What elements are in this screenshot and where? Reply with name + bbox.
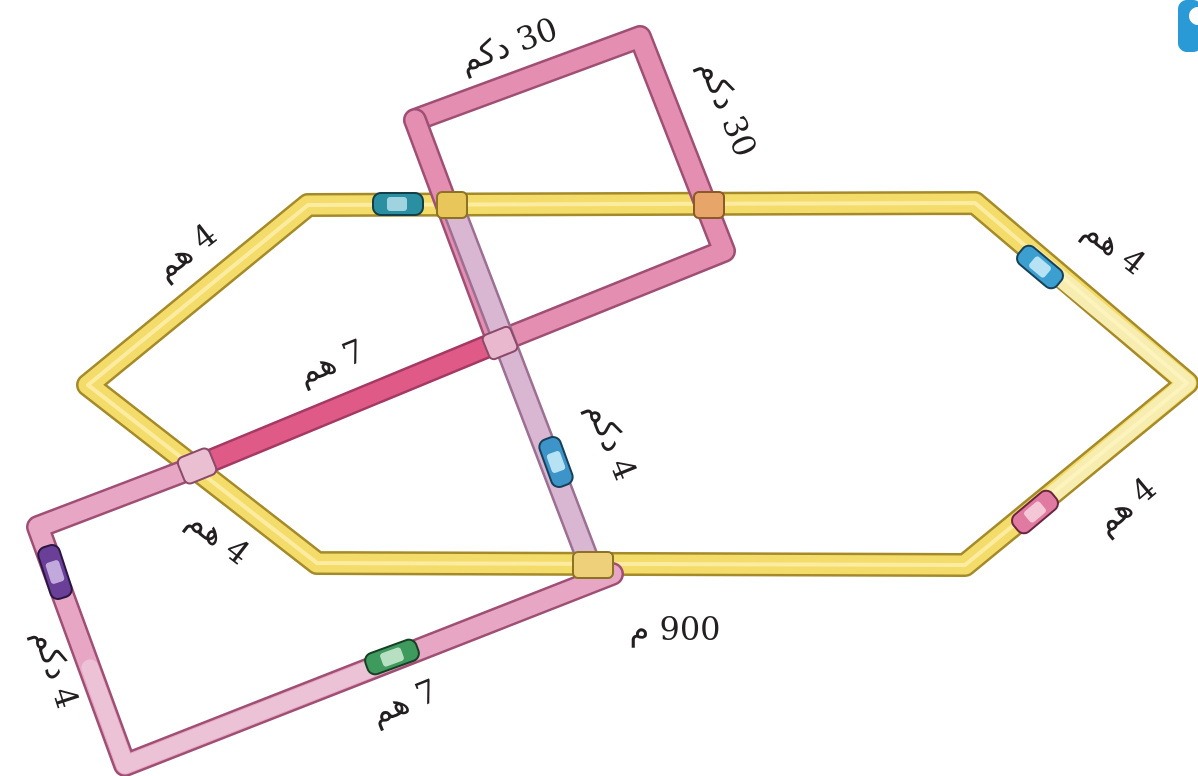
pink-top-square-track [415, 37, 724, 342]
vertical-connector-track [452, 205, 590, 565]
label-top-pink-right: 30 دكم [692, 54, 765, 163]
car-icon-teal [373, 193, 423, 215]
corner-blue-icon [1178, 0, 1198, 52]
label-bottom-distance: 900 م [629, 610, 720, 648]
label-yellow-lower-right: 4 هم [1086, 469, 1163, 542]
label-vertical-segment: 4 دكم [579, 396, 645, 486]
pink-lower-quad-track [38, 466, 612, 765]
label-bottom-pink: 7 هم [365, 671, 443, 732]
label-pink-diagonal: 7 هم [292, 331, 370, 392]
label-yellow-upper-right: 4 هم [1076, 210, 1154, 282]
